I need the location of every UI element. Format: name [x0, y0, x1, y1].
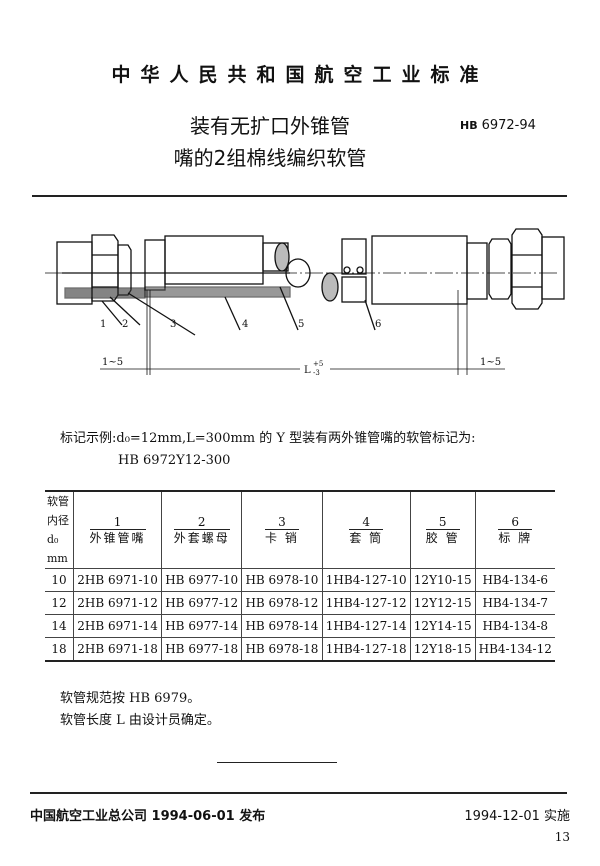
header-rule — [32, 195, 567, 197]
document-title: 装有无扩口外锥管 嘴的2组棉线编织软管 — [140, 110, 400, 174]
page-number: 13 — [554, 830, 570, 844]
example-text: 标记示例:d₀=12mm,L=300mm 的 Y 型装有两外锥管嘴的软管标记为: — [60, 431, 476, 446]
end-rule — [217, 762, 337, 763]
part-label-5: 5 — [298, 319, 304, 330]
standard-prefix: HB — [460, 119, 478, 132]
hose-assembly-drawing: 1 2 3 4 5 6 1~5 1~5 L +5 -3 — [45, 228, 565, 375]
dim-right: 1~5 — [480, 357, 501, 368]
part-label-6: 6 — [375, 319, 381, 330]
part-label-1: 1 — [100, 319, 106, 330]
note-1: 软管规范按 HB 6979。 — [60, 691, 201, 706]
example-code: HB 6972Y12-300 — [118, 453, 231, 468]
part-label-2: 2 — [122, 319, 128, 330]
length-tol-lower: -3 — [313, 369, 320, 375]
footer-rule — [30, 792, 567, 794]
document-title-line1: 装有无扩口外锥管 — [190, 114, 350, 138]
effective-statement: 1994-12-01 实施 — [464, 809, 570, 824]
note-2: 软管长度 L 由设计员确定。 — [60, 713, 220, 728]
marking-example: 标记示例:d₀=12mm,L=300mm 的 Y 型装有两外锥管嘴的软管标记为:… — [60, 428, 476, 472]
dim-left: 1~5 — [102, 357, 123, 368]
notes: 软管规范按 HB 6979。 软管长度 L 由设计员确定。 — [60, 688, 220, 732]
part-label-3: 3 — [170, 319, 176, 330]
part-label-4: 4 — [242, 319, 248, 330]
header-inner-diameter: 软管 内径 d₀ mm — [45, 490, 74, 569]
length-label: L — [304, 365, 311, 375]
issued-statement: 中国航空工业总公司 1994-06-01 发布 — [30, 809, 266, 824]
standard-number: 6972-94 — [481, 118, 536, 133]
organization-title: 中华人民共和国航空工业标准 — [111, 64, 489, 86]
document-title-line2: 嘴的2组棉线编织软管 — [173, 146, 367, 170]
length-tol-upper: +5 — [313, 360, 323, 368]
